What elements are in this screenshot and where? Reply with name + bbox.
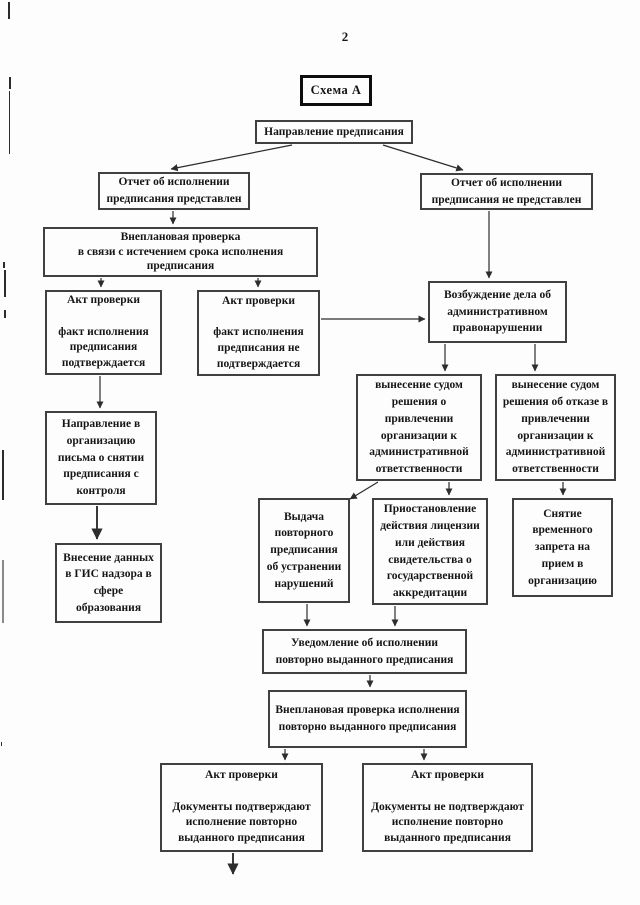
flow-box-akt-fakt-podtverzhdaetsya: Акт проверки факт исполнения предписания… [45,290,162,375]
flow-box-akt-fakt-ne-podtverzhdaetsya: Акт проверки факт исполнения предписания… [197,290,320,376]
flow-box-napravlenie-predpisaniya: Направление предписания [255,120,413,144]
scan-artifact [9,77,11,89]
flow-box-vnesenie-gis: Внесение данных в ГИС надзора в сфере об… [55,543,162,623]
flow-box-akt-dokumenty-ne-podtverzhdayut: Акт проверки Документы не подтверждают и… [362,763,533,852]
flow-box-sud-otkaz: вынесение судом решения об отказе в прив… [495,374,616,481]
flow-box-otchet-predstavlen: Отчет об исполнении предписания представ… [98,172,250,210]
flow-box-priostanovlenie-licenzii: Приостановление действия лицензии или де… [372,498,488,605]
scan-artifact [3,262,5,268]
flow-box-vydacha-povtornogo: Выдача повторного предписания об устране… [258,498,350,603]
flow-box-vneplanovaya-proverka-povtornaya: Внеплановая проверка исполнения повторно… [268,690,467,748]
flow-box-sud-privlechenie: вынесение судом решения о привлечении ор… [356,374,482,481]
scheme-title-box: Схема А [300,75,372,106]
scan-artifact [8,2,10,19]
flow-arrow [170,144,293,172]
scan-artifact [2,450,4,500]
scan-artifact [2,560,4,623]
flow-arrow [349,481,379,500]
flow-box-pismo-o-snyatii: Направление в организацию письма о сняти… [45,411,157,505]
flow-box-akt-dokumenty-podtverzhdayut: Акт проверки Документы подтверждают испо… [160,763,323,852]
flow-box-snyatie-zapreta: Снятие временного запрета на прием в орг… [512,498,613,597]
page-number: 2 [341,29,349,44]
flow-box-vozbuzhdenie-dela: Возбуждение дела об административном пра… [428,281,567,343]
flow-box-vneplanovaya-proverka: Внеплановая проверка в связи с истечение… [43,227,318,277]
flow-box-uvedomlenie: Уведомление об исполнении повторно выдан… [262,629,467,674]
scan-artifact [1,742,2,746]
flow-box-otchet-ne-predstavlen: Отчет об исполнении предписания не предс… [420,173,593,210]
scan-artifact [4,270,6,297]
flow-arrow [382,144,464,172]
scan-artifact [4,310,6,318]
scan-artifact [9,91,10,154]
